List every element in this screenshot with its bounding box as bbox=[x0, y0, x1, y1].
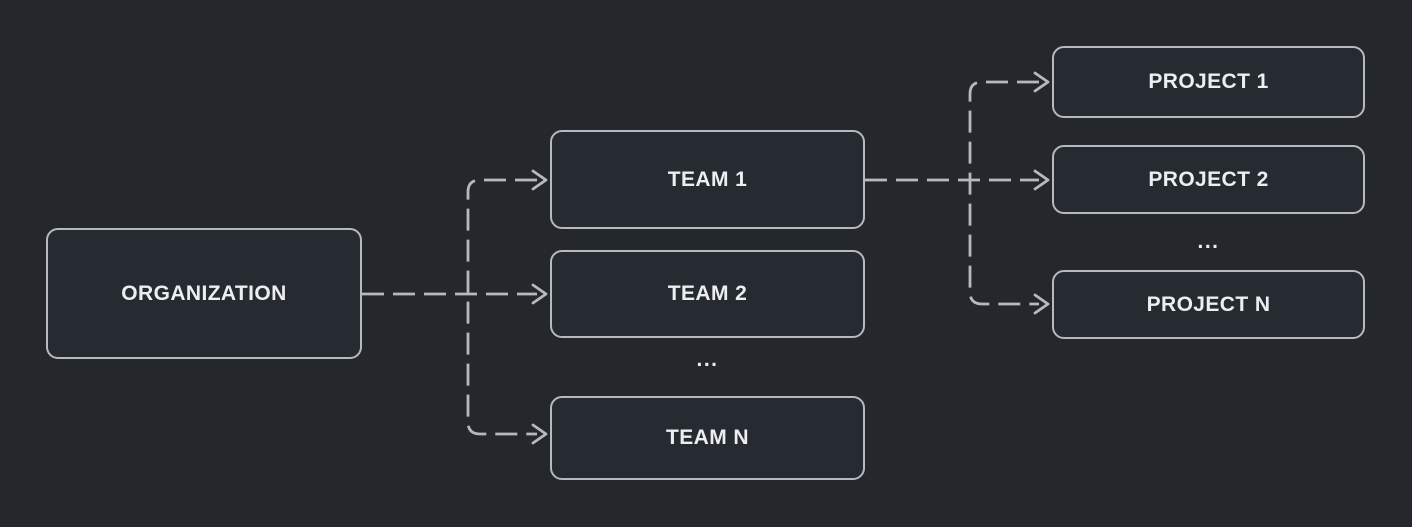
edge-teams-bus bbox=[466, 178, 537, 436]
teams-ellipsis: ... bbox=[696, 348, 719, 371]
node-team-n-label: TEAM N bbox=[666, 426, 749, 449]
node-team-1-label: TEAM 1 bbox=[667, 167, 748, 191]
node-team-n[interactable]: TEAM N bbox=[550, 396, 865, 480]
node-organization-label: ORGANIZATION bbox=[121, 281, 287, 305]
node-project-1-label: PROJECT 1 bbox=[1148, 70, 1269, 93]
projects-ellipsis: ... bbox=[1197, 230, 1220, 253]
node-team-2-label: TEAM 2 bbox=[667, 282, 748, 305]
node-project-2[interactable]: PROJECT 2 bbox=[1052, 145, 1365, 214]
node-project-1[interactable]: PROJECT 1 bbox=[1052, 46, 1365, 118]
node-organization[interactable]: ORGANIZATION bbox=[46, 228, 362, 359]
edge-projects-bus bbox=[968, 80, 1039, 306]
node-team-1[interactable]: TEAM 1 bbox=[550, 130, 865, 229]
node-team-2[interactable]: TEAM 2 bbox=[550, 250, 865, 338]
node-project-2-label: PROJECT 2 bbox=[1148, 167, 1269, 191]
node-project-n-label: PROJECT N bbox=[1146, 292, 1271, 316]
node-project-n[interactable]: PROJECT N bbox=[1052, 270, 1365, 339]
